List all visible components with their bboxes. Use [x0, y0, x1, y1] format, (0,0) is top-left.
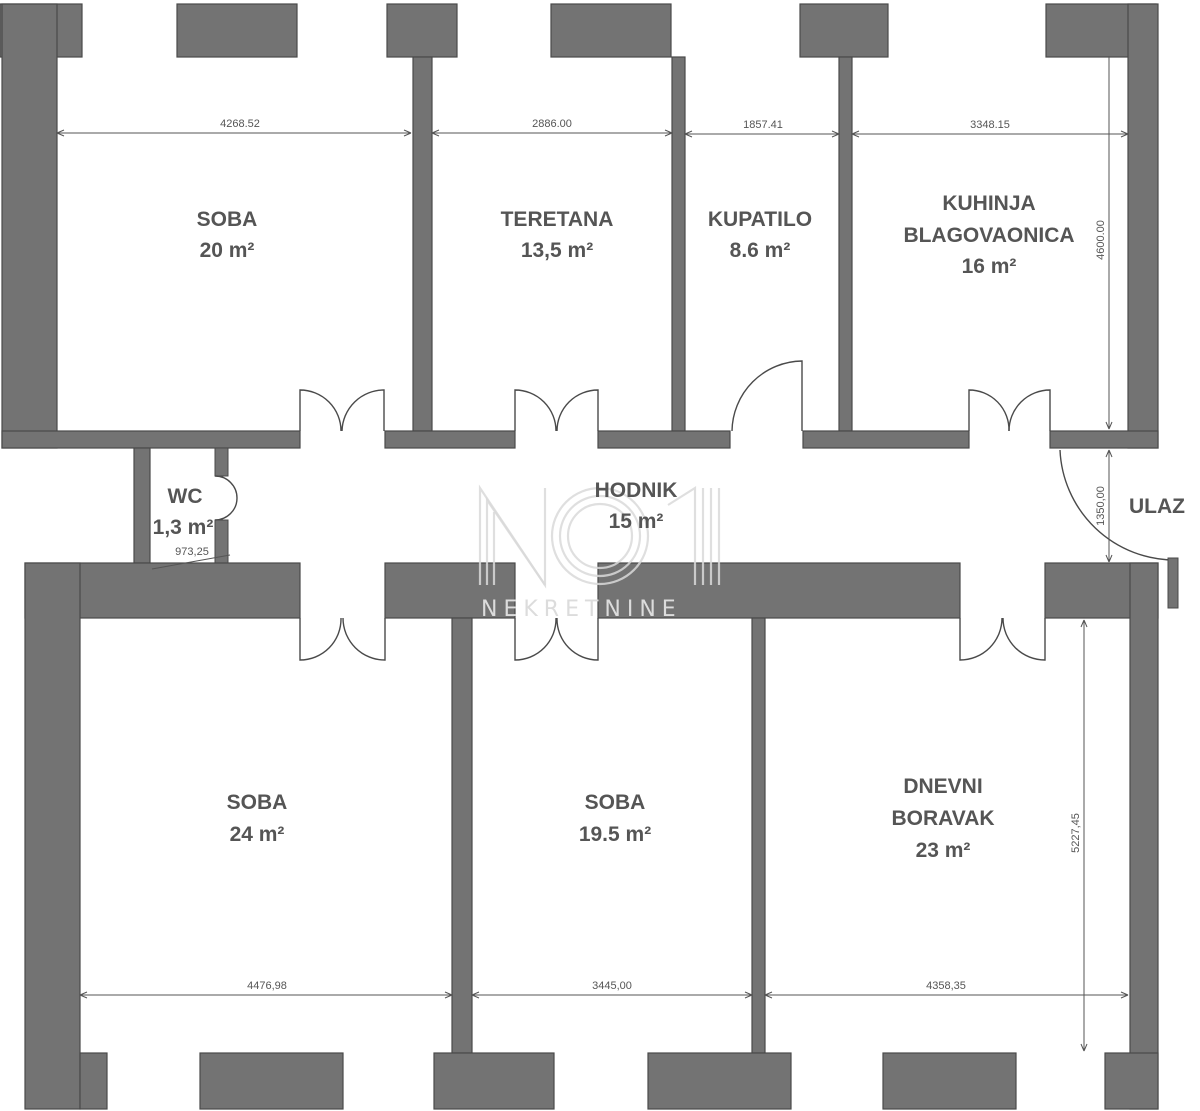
- room-area: 16 m²: [962, 255, 1017, 278]
- door-ulaz-frame: [1167, 557, 1179, 609]
- wall-right-upper: [1127, 3, 1159, 449]
- room-name: DNEVNI: [903, 775, 982, 798]
- dim-kuhinja-width: 3348.15: [851, 119, 1129, 138]
- dim-kupatilo-width: 1857.41: [684, 119, 840, 138]
- wall-top-pier-2: [176, 3, 298, 58]
- wall-right-lower: [1129, 562, 1159, 1110]
- room-name: SOBA: [197, 208, 258, 231]
- wall-partition-5: [751, 617, 766, 1054]
- wall-bottom-pier-5: [882, 1052, 1017, 1110]
- dim-label: 973,25: [175, 546, 209, 558]
- wall-partition-3: [838, 56, 853, 432]
- dim-soba-bottom-left-width: 4476,98: [79, 980, 453, 999]
- wall-left-lower: [24, 562, 81, 1110]
- dim-label: 3348.15: [970, 119, 1010, 131]
- door-teretana: [514, 389, 599, 432]
- door-kuhinja: [968, 389, 1051, 432]
- room-name: ULAZ: [1129, 495, 1185, 518]
- wall-partition-4: [451, 617, 473, 1054]
- dim-soba-bottom-mid-width: 3445,00: [471, 980, 753, 999]
- room-name: TERETANA: [501, 208, 614, 231]
- wall-top-pier-5: [799, 3, 889, 58]
- doors: [214, 360, 1179, 661]
- wall-wc-right-upper: [214, 447, 229, 477]
- wall-top-pier-4: [550, 3, 672, 58]
- wall-corridor-bottom-3: [597, 562, 961, 619]
- dim-label: 4476,98: [247, 980, 287, 992]
- dim-label: 4268.52: [220, 118, 260, 130]
- room-kupatilo: KUPATILO 8.6 m²: [708, 208, 812, 262]
- wall-bottom-pier-6: [1104, 1052, 1159, 1110]
- room-name: WC: [168, 485, 203, 508]
- dim-label: 3445,00: [592, 980, 632, 992]
- door-ulaz: [1059, 449, 1179, 609]
- room-area: 1,3 m²: [153, 516, 214, 539]
- door-soba-bottom-left: [299, 617, 386, 661]
- room-name: SOBA: [585, 791, 646, 814]
- dim-soba-top-width: 4268.52: [56, 118, 412, 137]
- wall-partition-1: [412, 56, 433, 432]
- room-name-2: BLAGOVAONICA: [903, 224, 1074, 247]
- room-teretana: TERETANA 13,5 m²: [501, 208, 614, 262]
- dim-hodnik-height: 1350,00: [1095, 449, 1113, 563]
- door-wc: [214, 475, 238, 521]
- door-soba-bottom-mid: [514, 617, 599, 661]
- watermark-subtitle: NEKRETNINE: [481, 597, 682, 622]
- wall-corridor-top-1: [1, 430, 301, 449]
- dim-wc-width: 973,25: [151, 546, 231, 570]
- dim-label: 4600.00: [1095, 220, 1107, 260]
- room-soba-top-left: SOBA 20 m²: [197, 208, 258, 262]
- room-hodnik: HODNIK 15 m²: [595, 479, 678, 533]
- room-area: 23 m²: [916, 839, 971, 862]
- watermark-logo: NEKRETNINE: [478, 484, 721, 622]
- room-dnevni-boravak: DNEVNI BORAVAK 23 m²: [891, 775, 994, 862]
- room-soba-bottom-left: SOBA 24 m²: [227, 791, 288, 846]
- dim-dnevni-width: 4358,35: [764, 980, 1129, 999]
- wall-wc-left: [133, 447, 151, 564]
- dimension-lines: 4268.52 2886.00 1857.41 3348.15 4600.00: [56, 57, 1129, 1052]
- wall-partition-2: [671, 56, 686, 432]
- room-soba-bottom-mid: SOBA 19.5 m²: [579, 791, 651, 846]
- room-area: 19.5 m²: [579, 823, 651, 846]
- wall-bottom-pier-1: [79, 1052, 108, 1110]
- door-dnevni: [959, 617, 1046, 661]
- dim-kuhinja-height: 4600.00: [1095, 57, 1113, 430]
- wall-corridor-top-5: [1049, 430, 1159, 449]
- room-area: 20 m²: [200, 239, 255, 262]
- dim-dnevni-height: 5227,45: [1070, 619, 1088, 1052]
- wall-bottom-pier-3: [433, 1052, 555, 1110]
- wall-corridor-top-3: [597, 430, 731, 449]
- room-area: 13,5 m²: [521, 239, 593, 262]
- room-labels: SOBA 20 m² TERETANA 13,5 m² KUPATILO 8.6…: [153, 192, 1186, 862]
- wall-left-upper: [1, 3, 58, 449]
- wall-corridor-top-2: [384, 430, 516, 449]
- wall-top-pier-3: [386, 3, 458, 58]
- wall-corridor-top-4: [802, 430, 970, 449]
- dim-teretana-width: 2886.00: [431, 118, 673, 137]
- room-ulaz: ULAZ: [1129, 495, 1185, 518]
- room-kuhinja: KUHINJA BLAGOVAONICA 16 m²: [903, 192, 1074, 278]
- dim-label: 4358,35: [926, 980, 966, 992]
- room-name: SOBA: [227, 791, 288, 814]
- room-name-2: BORAVAK: [891, 807, 994, 830]
- room-name: KUPATILO: [708, 208, 812, 231]
- wall-bottom-pier-4: [647, 1052, 792, 1110]
- dim-label: 1350,00: [1095, 486, 1107, 526]
- room-area: 8.6 m²: [730, 239, 791, 262]
- room-area: 15 m²: [609, 510, 664, 533]
- dim-label: 5227,45: [1070, 813, 1082, 853]
- door-kupatilo: [731, 360, 803, 432]
- room-name: KUHINJA: [942, 192, 1035, 215]
- room-wc: WC 1,3 m²: [153, 485, 214, 539]
- walls: [0, 3, 1159, 1110]
- room-area: 24 m²: [230, 823, 285, 846]
- dim-label: 1857.41: [743, 119, 783, 131]
- door-soba-top: [299, 389, 385, 432]
- dim-label: 2886.00: [532, 118, 572, 130]
- room-name: HODNIK: [595, 479, 678, 502]
- wall-bottom-pier-2: [199, 1052, 344, 1110]
